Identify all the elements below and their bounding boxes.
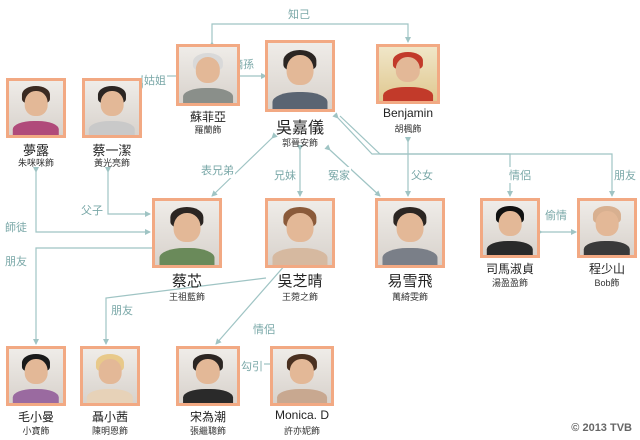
label-pengyou-mid: 朋友 — [110, 302, 134, 318]
label-qinglu-bottom: 情侶 — [252, 321, 276, 337]
portrait-photo — [6, 346, 66, 406]
character-cai-xin[interactable]: 蔡芯 王祖藍飾 — [150, 198, 224, 304]
character-cheng-shaoshan[interactable]: 程少山 Bob飾 — [574, 198, 640, 290]
actor-credit: 湯盈盈飾 — [491, 278, 528, 288]
label-fu-nu: 父女 — [410, 167, 434, 183]
line-fuzi — [105, 167, 151, 217]
portrait-photo — [6, 78, 66, 138]
character-nie-xiaoqian[interactable]: 聶小茜 陳明恩飾 — [74, 346, 146, 438]
actor-credit: 朱咪咪飾 — [17, 158, 54, 168]
line-pengyou-top — [339, 115, 615, 197]
character-menglu[interactable]: 夢露 朱咪咪飾 — [0, 78, 72, 168]
character-name: 易雪飛 — [387, 273, 433, 290]
character-name: 蔡一潔 — [92, 143, 132, 158]
character-name: 程少山 — [588, 262, 625, 276]
actor-credit: 黃光亮飾 — [93, 158, 130, 168]
line-pengyou-left — [33, 247, 168, 345]
label-shitu: 師徒 — [4, 219, 28, 235]
portrait-photo — [265, 40, 335, 112]
character-mao-xiaoman[interactable]: 毛小曼 小寶飾 — [0, 346, 72, 438]
label-fuzi: 父子 — [80, 202, 104, 218]
label-pengyou-left: 朋友 — [4, 253, 28, 269]
character-name: Monica. D — [274, 408, 330, 422]
character-yi-xuefei[interactable]: 易雪飛 萬綺雯飾 — [372, 198, 448, 304]
portrait-photo — [152, 198, 222, 268]
label-guze: 姑姐 — [143, 72, 167, 88]
actor-credit: 羅蘭飾 — [194, 125, 222, 135]
line-biaoxiongdi — [211, 132, 278, 197]
actor-credit: 萬綺雯飾 — [391, 292, 428, 302]
character-cai-yijie[interactable]: 蔡一潔 黃光亮飾 — [76, 78, 148, 168]
label-yuanjia: 冤家 — [327, 167, 351, 183]
portrait-photo — [577, 198, 637, 258]
portrait-photo — [176, 44, 240, 106]
label-gouyin: 勾引 — [240, 358, 264, 374]
portrait-photo — [375, 198, 445, 268]
character-name: 吳嘉儀 — [275, 120, 324, 137]
portrait-photo — [82, 78, 142, 138]
actor-credit: 許亦妮飾 — [283, 426, 320, 436]
label-xiongmei: 兄妹 — [273, 167, 297, 183]
character-name: 夢露 — [22, 143, 49, 158]
character-name: 聶小茜 — [91, 410, 128, 424]
character-wu-jiayi[interactable]: 吳嘉儀 郭晉安飾 — [258, 40, 342, 152]
actor-credit: 王祖藍飾 — [168, 292, 205, 302]
character-name: Benjamin — [382, 106, 434, 120]
label-biaoxiongdi: 表兄弟 — [200, 162, 235, 178]
character-name: 司馬淑貞 — [485, 262, 534, 276]
actor-credit: 張繼聰飾 — [189, 426, 226, 436]
character-song-weichao[interactable]: 宋為潮 張繼聰飾 — [170, 346, 246, 438]
line-pengyou-mid — [103, 277, 267, 345]
character-sophia[interactable]: 蘇菲亞 羅蘭飾 — [170, 44, 246, 135]
portrait-photo — [270, 346, 334, 406]
label-qinglu-top: 情侶 — [508, 167, 532, 183]
actor-credit: Bob飾 — [594, 278, 620, 288]
portrait-photo — [265, 198, 335, 268]
character-sima-shuzhen[interactable]: 司馬淑貞 湯盈盈飾 — [474, 198, 546, 290]
actor-credit: 郭晉安飾 — [281, 138, 318, 148]
portrait-photo — [80, 346, 140, 406]
character-name: 吳芝晴 — [277, 273, 323, 290]
portrait-photo — [480, 198, 540, 258]
character-name: 宋為潮 — [189, 410, 226, 424]
line-zhiji — [209, 23, 411, 47]
line-shitu — [33, 167, 151, 235]
actor-credit: 王菀之飾 — [281, 292, 318, 302]
actor-credit: 胡楓飾 — [394, 124, 422, 134]
character-name: 蔡芯 — [171, 273, 202, 290]
portrait-photo — [176, 346, 240, 406]
portrait-photo — [376, 44, 440, 104]
character-wu-zhiqing[interactable]: 吳芝晴 王菀之飾 — [262, 198, 338, 304]
character-name: 蘇菲亞 — [189, 110, 226, 124]
character-monica-d[interactable]: Monica. D 許亦妮飾 — [264, 346, 340, 438]
actor-credit: 陳明恩飾 — [91, 426, 128, 436]
label-zhiji: 知己 — [287, 6, 311, 22]
actor-credit: 小寶飾 — [22, 426, 50, 436]
character-benjamin[interactable]: Benjamin 胡楓飾 — [368, 44, 448, 134]
copyright-notice: © 2013 TVB — [571, 422, 632, 434]
label-pengyou-top: 朋友 — [613, 167, 637, 183]
label-touqing: 偷情 — [544, 207, 568, 223]
character-name: 毛小曼 — [17, 410, 54, 424]
